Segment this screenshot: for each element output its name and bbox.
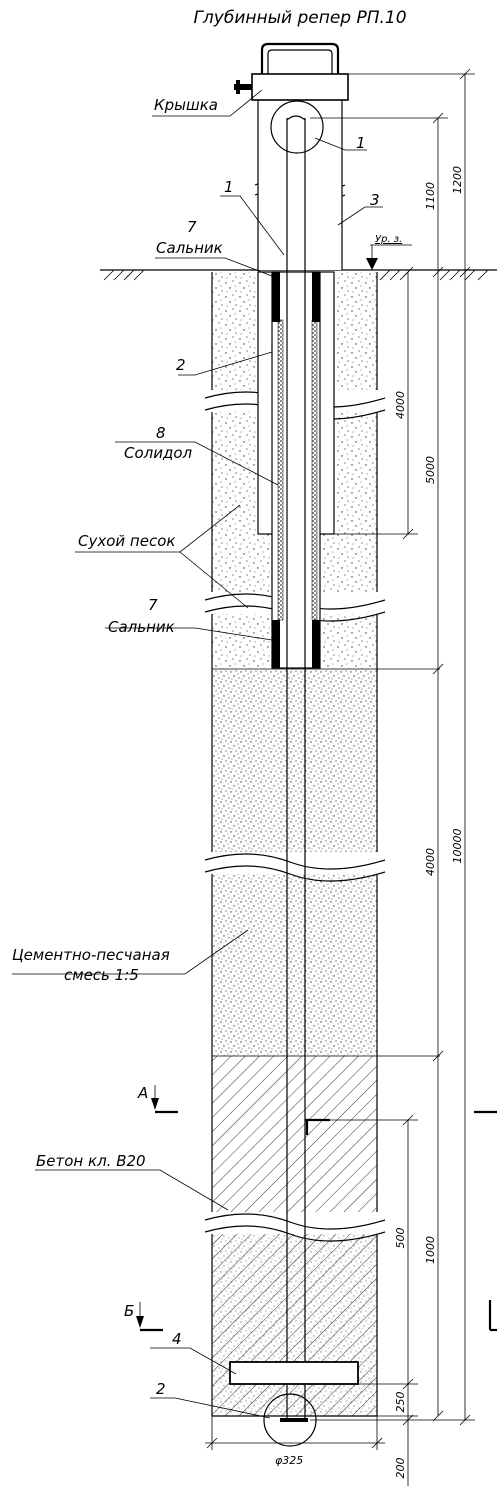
grease-label: Солидол [124,444,193,462]
cap [234,42,349,101]
section-a-label: А [137,1084,148,1102]
dim-1000: 1000 [424,1236,437,1264]
ground-level-label: Ур. з. [375,234,402,245]
callout-1-top: 1 [356,134,366,152]
callout-2-bottom: 2 [156,1380,166,1398]
dim-4000-upper: 4000 [394,391,407,419]
gland-label-bottom: Сальник [108,618,175,636]
callout-3: 3 [370,191,380,209]
cement-mix-label-line2: смесь 1:5 [64,966,139,984]
dry-sand-label: Сухой песок [78,532,175,550]
detail-circle-top [270,100,324,154]
casing-pipe [257,100,343,270]
callout-1-mid: 1 [224,178,234,196]
dim-200: 200 [394,1458,407,1479]
dim-4000-lower: 4000 [424,848,437,876]
callout-4: 4 [172,1330,182,1348]
gland-bottom-left [272,620,280,668]
section-mark-b [136,1300,497,1332]
dim-5000: 5000 [424,456,437,484]
concrete-base-dots [212,1230,377,1416]
leader-lines [12,89,383,1419]
callout-7-top: 7 [187,218,197,236]
anchor-plate [229,1361,359,1385]
gland-bottom-right [312,620,320,668]
drawing-title: Глубинный репер РП.10 [193,8,406,28]
benchmark-rod [280,115,308,1422]
grease-fill-left [277,319,284,621]
callout-8: 8 [156,424,166,442]
gland-label-top: Сальник [156,239,223,257]
diameter-label: φ325 [275,1454,303,1467]
ground-level-mark [366,244,412,270]
cement-mix-label-line1: Цементно-песчаная [12,946,170,964]
dim-1100: 1100 [424,182,437,210]
dim-500: 500 [394,1228,407,1249]
dim-10000: 10000 [451,829,464,864]
section-b-label: Б [124,1302,134,1320]
gland-top-right [312,272,320,322]
concrete-label: Бетон кл. B20 [36,1152,146,1170]
cap-label: Крышка [154,96,218,114]
section-mark-a [151,1085,497,1114]
dim-250: 250 [394,1392,407,1413]
gland-top-left [272,272,280,322]
dim-1200: 1200 [451,166,464,194]
callout-2-top: 2 [176,356,186,374]
grease-fill-right [311,319,318,621]
dimension-lines [205,68,475,1486]
rod-lug [305,1118,330,1135]
callout-7-bottom: 7 [148,596,158,614]
